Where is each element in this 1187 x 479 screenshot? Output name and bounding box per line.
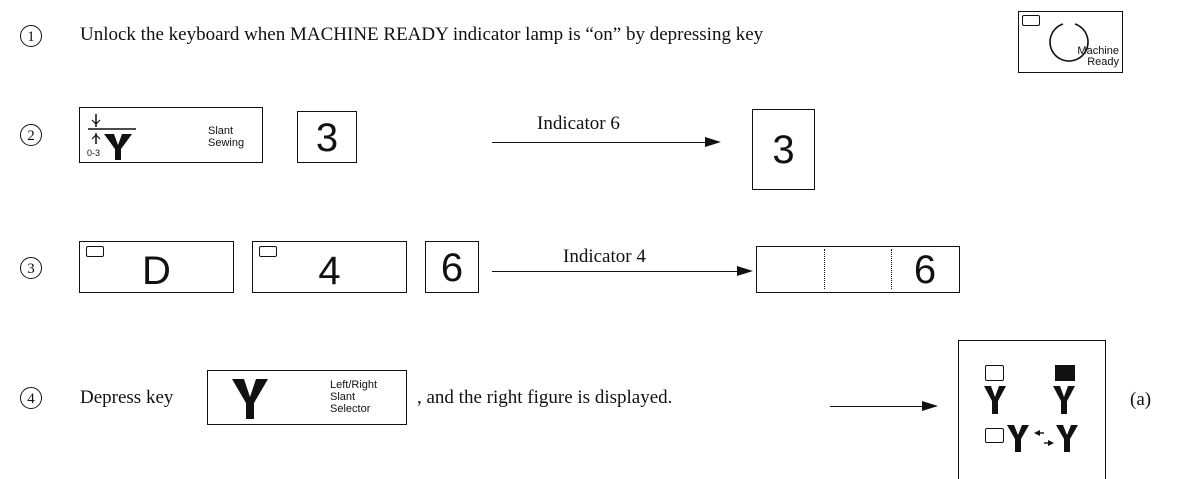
step-1-text: Unlock the keyboard when MACHINE READY i… xyxy=(80,24,764,45)
arrow-label-indicator-6: Indicator 6 xyxy=(537,113,620,134)
machine-ready-label: Machine Ready xyxy=(1077,45,1119,68)
key-4[interactable]: 4 xyxy=(252,241,407,293)
switch-lamp-icon xyxy=(985,428,1004,443)
left-right-slant-selector-key[interactable]: Left/Right Slant Selector xyxy=(207,370,407,425)
display-indicator-6: 3 xyxy=(752,109,815,190)
arrow-right-icon xyxy=(922,401,938,411)
step-3-number: 3 xyxy=(20,257,42,279)
step-4-text-after: , and the right figure is displayed. xyxy=(417,387,673,408)
arrow-line xyxy=(492,142,710,143)
step-1-number: 1 xyxy=(20,25,42,47)
key-4-label: 4 xyxy=(318,249,341,293)
slant-sewing-symbol-icon xyxy=(88,114,136,160)
key-6[interactable]: 6 xyxy=(425,241,479,293)
indicator-lamp-icon xyxy=(1022,15,1040,26)
step-4-text-before: Depress key xyxy=(80,387,174,408)
display-indicator-4: 6 xyxy=(756,246,960,293)
step-2-number: 2 xyxy=(20,124,42,146)
slant-sewing-key[interactable]: 0-3 Slant Sewing xyxy=(79,107,263,163)
slant-sewing-range: 0-3 xyxy=(87,148,101,158)
slant-switch-icon xyxy=(1007,425,1078,452)
key-3[interactable]: 3 xyxy=(297,111,357,163)
machine-ready-key[interactable]: Machine Ready xyxy=(1018,11,1123,73)
left-slant-icon xyxy=(984,386,1006,414)
arrow-line xyxy=(830,406,926,407)
slant-selector-display xyxy=(958,340,1106,479)
display-divider xyxy=(824,249,825,289)
right-slant-lamp-icon xyxy=(1055,365,1075,381)
step-4-number: 4 xyxy=(20,387,42,409)
display-divider xyxy=(891,249,892,289)
key-D[interactable]: D xyxy=(79,241,234,293)
arrow-label-indicator-4: Indicator 4 xyxy=(563,246,646,267)
arrow-right-icon xyxy=(705,137,721,147)
indicator-lamp-icon xyxy=(86,246,104,257)
right-slant-icon xyxy=(1053,386,1075,414)
figure-caption: (a) xyxy=(1130,389,1152,410)
slant-sewing-label: Slant Sewing xyxy=(208,125,245,149)
left-slant-lamp-icon xyxy=(985,365,1004,381)
display-digit: 6 xyxy=(913,248,937,292)
power-arc-icon xyxy=(1049,23,1089,62)
indicator-lamp-icon xyxy=(259,246,277,257)
left-right-slant-selector-label: Left/Right Slant Selector xyxy=(330,379,378,415)
arrow-line xyxy=(492,271,742,272)
key-D-label: D xyxy=(142,249,171,293)
arrow-right-icon xyxy=(737,266,753,276)
slant-symbol-icon xyxy=(232,379,268,419)
